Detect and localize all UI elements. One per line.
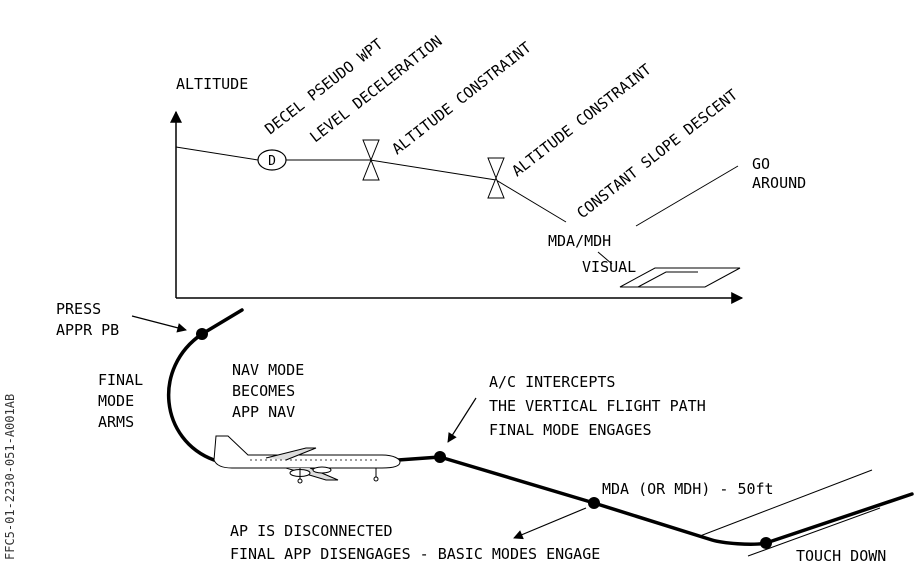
disconnect-arrow xyxy=(513,507,587,540)
intercept-label-3: FINAL MODE ENGAGES xyxy=(489,421,652,439)
intercept-arrow xyxy=(447,397,477,443)
ap-disconnected-label-1: AP IS DISCONNECTED xyxy=(230,522,393,540)
go-around-label-2: AROUND xyxy=(752,174,806,192)
runway-edge-lines xyxy=(699,469,881,557)
mda-mdh-label: MDA/MDH xyxy=(548,232,611,250)
ap-disconnected-label-2: FINAL APP DISENGAGES - BASIC MODES ENGAG… xyxy=(230,545,600,563)
visual-leader xyxy=(597,251,613,265)
press-arrow xyxy=(131,315,187,333)
go-around-line xyxy=(635,165,739,227)
press-appr-point xyxy=(196,328,208,340)
final-mode-arms-2: MODE xyxy=(98,392,134,410)
mda-50ft-point xyxy=(588,497,600,509)
press-label-2: APPR PB xyxy=(56,321,119,339)
figure-id-label: FFC5-01-2230-051-A001AB xyxy=(3,394,17,560)
intercept-label-1: A/C INTERCEPTS xyxy=(489,373,615,391)
runway-icon xyxy=(619,267,741,288)
descent-profile-line xyxy=(175,146,567,223)
final-mode-arms-1: FINAL xyxy=(98,371,143,389)
decel-pseudo-waypoint-icon xyxy=(257,149,287,171)
touch-down-point xyxy=(760,537,772,549)
touch-down-label: TOUCH DOWN xyxy=(796,547,886,565)
altitude-axis-label: ALTITUDE xyxy=(176,75,248,93)
nav-mode-label-3: APP NAV xyxy=(232,403,295,421)
nav-mode-label-2: BECOMES xyxy=(232,382,295,400)
mda-50ft-label: MDA (OR MDH) - 50ft xyxy=(602,480,774,498)
intercept-point xyxy=(434,451,446,463)
final-mode-arms-3: ARMS xyxy=(98,413,134,431)
visual-label: VISUAL xyxy=(582,258,636,276)
altitude-constraint-icon-2 xyxy=(487,157,505,199)
go-around-label-1: GO xyxy=(752,155,770,173)
decel-symbol: D xyxy=(268,154,276,169)
intercept-label-2: THE VERTICAL FLIGHT PATH xyxy=(489,397,706,415)
nav-mode-label-1: NAV MODE xyxy=(232,361,304,379)
aircraft-icon xyxy=(213,435,401,484)
altitude-constraint-icon-1 xyxy=(362,139,380,181)
press-label-1: PRESS xyxy=(56,300,101,318)
